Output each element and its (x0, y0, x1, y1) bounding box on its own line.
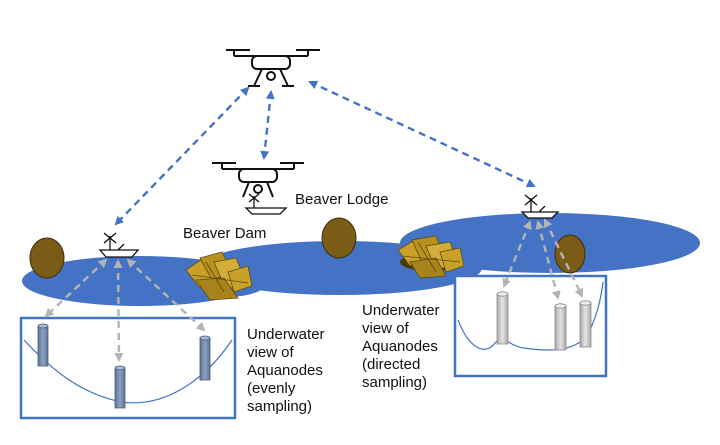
caption-line: Underwater (247, 326, 325, 343)
sampling-arrows (44, 218, 584, 362)
aquanode-icon (37, 323, 49, 367)
beaver-lodge-icon (29, 237, 65, 279)
aquanode-icon (496, 291, 509, 345)
aquanode-icon (199, 335, 211, 381)
caption-line: Aquanodes (247, 362, 323, 379)
aquanode-icon (114, 365, 126, 409)
boat-icon (520, 194, 560, 219)
caption-line: (directed (362, 356, 421, 373)
caption-line: Aquanodes (362, 338, 438, 355)
right-riverbed (457, 281, 604, 351)
beaver-lodge-label: Beaver Lodge (295, 191, 389, 208)
beaver-lodge-icon (321, 217, 357, 259)
caption-line: Underwater (362, 302, 440, 319)
aquanode-icon (554, 303, 567, 351)
drone-link-arrows (114, 80, 536, 226)
beaver-lodge-icon (554, 234, 586, 274)
aquanode-icon (579, 300, 592, 348)
right-view-caption: Underwater view of Aquanodes (directed s… (362, 302, 440, 392)
caption-line: view of (362, 320, 409, 337)
drone-icon (212, 162, 304, 198)
caption-line: (evenly (247, 380, 296, 397)
beaver-dam-label: Beaver Dam (183, 225, 267, 242)
boat-icon (98, 232, 140, 258)
boat-icon (244, 193, 288, 215)
beaver-dam-icon (397, 235, 465, 279)
caption-line: view of (247, 344, 294, 361)
caption-line: sampling) (362, 374, 428, 391)
caption-line: sampling) (247, 398, 313, 415)
left-view-caption: Underwater view of Aquanodes (evenly sam… (247, 326, 325, 416)
left-underwater-frame (19, 316, 237, 420)
drone-icon (226, 49, 320, 87)
